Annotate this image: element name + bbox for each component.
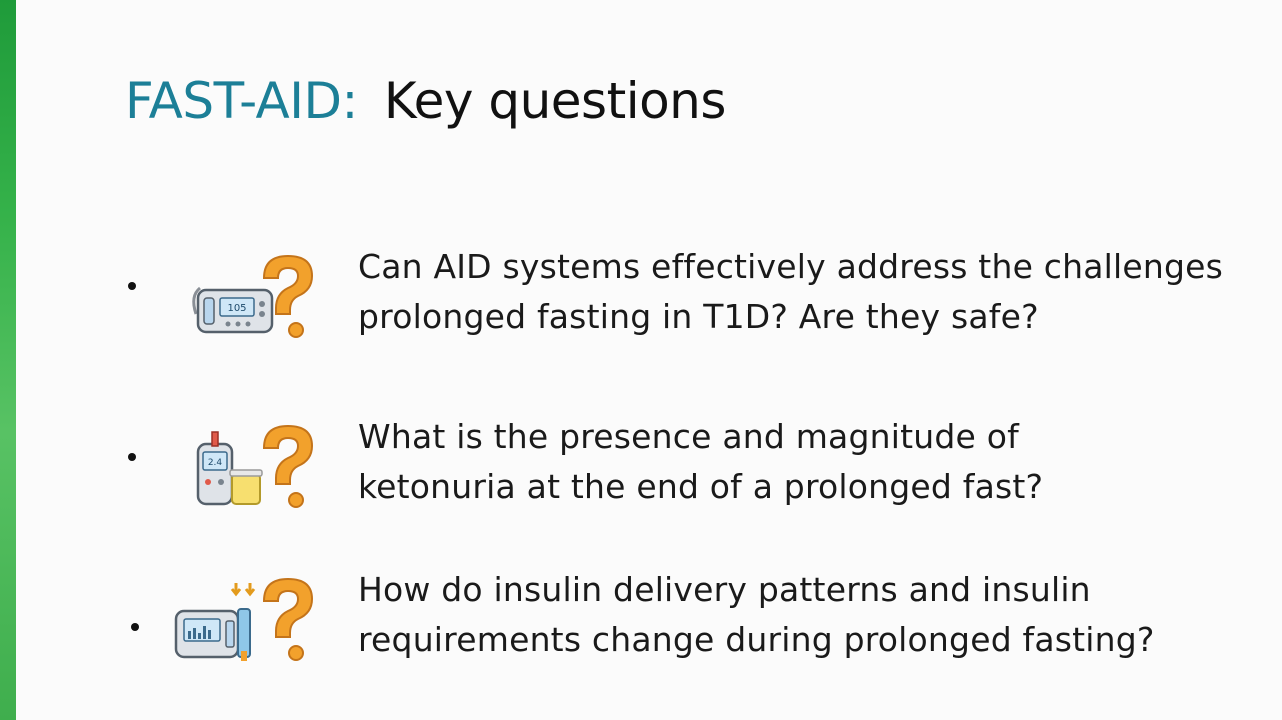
question-item: 2.4 What is the presence and magnitude o… — [0, 410, 1282, 520]
slide-title: FAST-AID: Key questions — [125, 70, 726, 132]
question-line: Can AID systems effectively address the … — [358, 247, 1224, 286]
question-text: Can AID systems effectively address the … — [358, 242, 1223, 342]
bullet — [128, 453, 136, 461]
question-text: How do insulin delivery patterns and ins… — [358, 565, 1155, 665]
title-accent: FAST-AID: — [125, 72, 358, 130]
question-line: requirements change during prolonged fas… — [358, 620, 1155, 659]
pump-and-pen-icon — [172, 571, 314, 661]
green-accent-bar — [0, 0, 16, 720]
question-line: How do insulin delivery patterns and ins… — [358, 570, 1091, 609]
title-main: Key questions — [383, 72, 727, 130]
svg-text:2.4: 2.4 — [208, 458, 223, 468]
glucose-meter-icon: 2.4 — [188, 418, 328, 508]
question-line: prolonged fasting in T1D? Are they safe? — [358, 297, 1039, 336]
question-text: What is the presence and magnitude of ke… — [358, 412, 1043, 512]
question-line: What is the presence and magnitude of — [358, 417, 1019, 456]
svg-text:105: 105 — [227, 303, 246, 314]
insulin-pump-icon: 105 — [188, 248, 328, 338]
bullet — [128, 282, 136, 290]
question-line: ketonuria at the end of a prolonged fast… — [358, 467, 1044, 506]
question-item: How do insulin delivery patterns and ins… — [0, 565, 1282, 675]
bullet — [131, 623, 139, 631]
question-item: 105 Can AID systems effectively address … — [0, 240, 1282, 350]
